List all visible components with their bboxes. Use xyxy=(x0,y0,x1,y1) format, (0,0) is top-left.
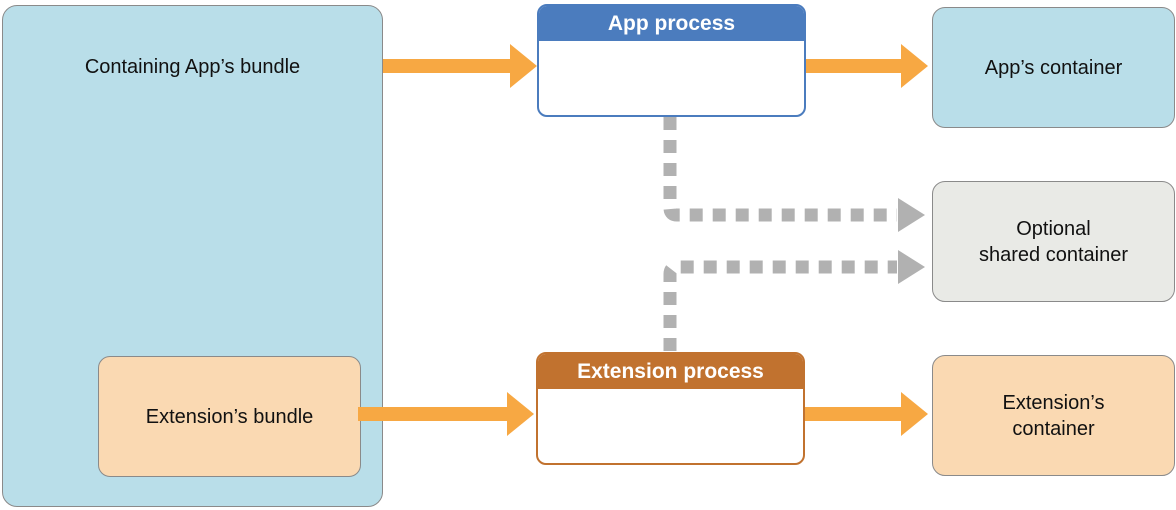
node-extension-process: Extension process xyxy=(536,352,805,465)
node-extension-bundle: Extension’s bundle xyxy=(98,356,361,477)
extensions-container-label-line2: container xyxy=(1012,417,1095,440)
node-app-process: App process xyxy=(537,4,806,117)
arrow-right-icon xyxy=(901,392,928,436)
extension-bundle-label: Extension’s bundle xyxy=(145,405,314,428)
shared-container-label-line1: Optional xyxy=(1016,217,1091,240)
dashed-arrow-right-icon xyxy=(898,198,925,232)
extension-process-label: Extension process xyxy=(577,359,764,383)
app-process-label: App process xyxy=(607,11,736,35)
extension-process-header: Extension process xyxy=(538,354,803,389)
containing-app-bundle-label: Containing App’s bundle xyxy=(84,56,301,78)
node-extensions-container: Extension’s container xyxy=(932,355,1175,476)
arrow-right-icon xyxy=(510,44,537,88)
dashed-arrow-right-icon xyxy=(898,250,925,284)
extensions-container-label: Extension’s container xyxy=(1003,390,1105,442)
node-apps-container: App’s container xyxy=(932,7,1175,128)
dashed-connector-extprocess-to-shared xyxy=(663,260,897,351)
shared-container-label: Optional shared container xyxy=(979,216,1128,268)
arrow-right-icon xyxy=(507,392,534,436)
extensions-container-label-line1: Extension’s xyxy=(1002,391,1105,414)
arrow-right-icon xyxy=(901,44,928,88)
app-process-header: App process xyxy=(539,6,804,41)
shared-container-label-line2: shared container xyxy=(979,243,1128,266)
node-containing-app-bundle: Containing App’s bundle Extension’s bund… xyxy=(2,5,383,507)
apps-container-label: App’s container xyxy=(984,56,1123,79)
dashed-connector-appprocess-to-shared xyxy=(663,117,897,222)
node-shared-container: Optional shared container xyxy=(932,181,1175,302)
